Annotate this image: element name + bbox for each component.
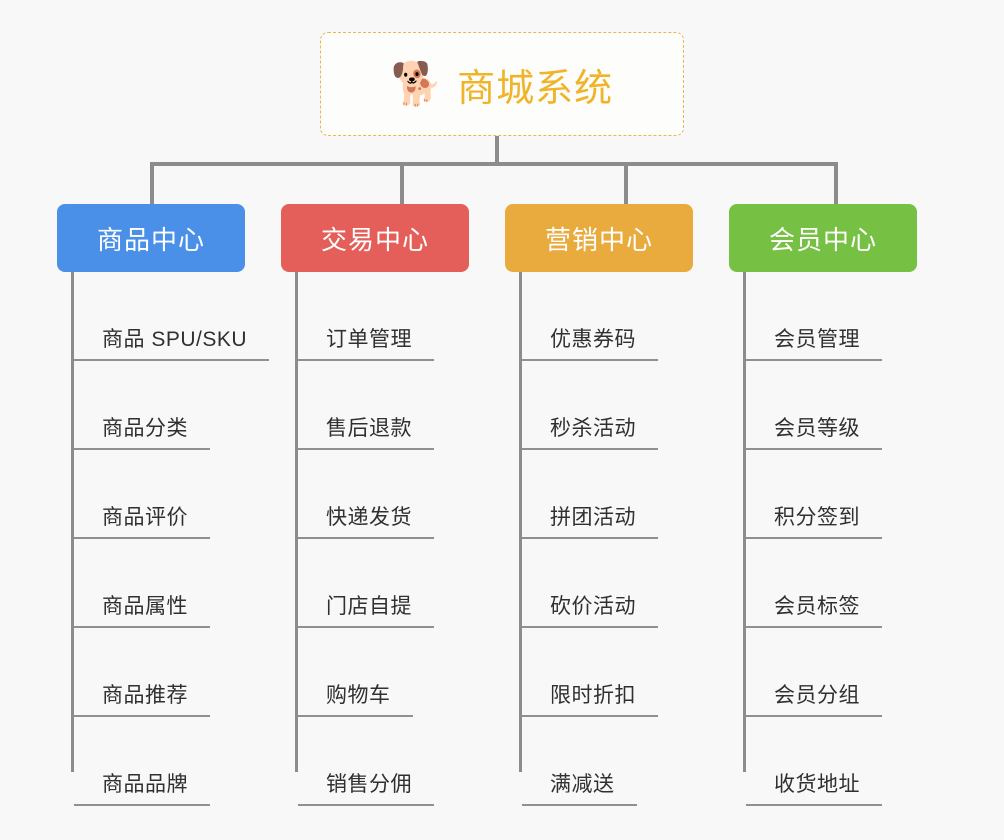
list-item[interactable]: 商品品牌 bbox=[57, 717, 276, 806]
leaf-list-product: 商品 SPU/SKU 商品分类 商品评价 商品属性 商品推荐 商品品牌 bbox=[57, 272, 276, 806]
list-item[interactable]: 商品分类 bbox=[57, 361, 276, 450]
category-label: 商品中心 bbox=[96, 224, 205, 255]
leaf-list-trade: 订单管理 售后退款 快递发货 门店自提 购物车 销售分佣 bbox=[281, 272, 500, 806]
root-node-wrapper: 🐕 商城系统 bbox=[0, 32, 1004, 136]
leaf-label: 商品评价 bbox=[102, 506, 188, 529]
category-header-member[interactable]: 会员中心 bbox=[729, 204, 917, 272]
leaf-label: 会员分组 bbox=[774, 684, 860, 707]
leaf-label: 砍价活动 bbox=[550, 595, 636, 618]
category-column-product: 商品中心 商品 SPU/SKU 商品分类 商品评价 商品属性 商品推荐 商品品牌 bbox=[57, 204, 276, 806]
leaf-label: 秒杀活动 bbox=[550, 417, 636, 440]
drop-connector-1 bbox=[150, 162, 154, 206]
leaf-label: 商品属性 bbox=[102, 595, 188, 618]
root-node[interactable]: 🐕 商城系统 bbox=[320, 32, 684, 136]
leaf-label: 拼团活动 bbox=[550, 506, 636, 529]
category-column-marketing: 营销中心 优惠券码 秒杀活动 拼团活动 砍价活动 限时折扣 满减送 bbox=[505, 204, 724, 806]
leaf-label: 优惠券码 bbox=[550, 328, 636, 351]
leaf-label: 积分签到 bbox=[774, 506, 860, 529]
category-header-marketing[interactable]: 营销中心 bbox=[505, 204, 693, 272]
list-item[interactable]: 购物车 bbox=[281, 628, 500, 717]
drop-connector-3 bbox=[624, 162, 628, 206]
leaf-label: 收货地址 bbox=[774, 773, 860, 796]
column-spine bbox=[743, 272, 746, 772]
column-spine bbox=[71, 272, 74, 772]
list-item[interactable]: 订单管理 bbox=[281, 272, 500, 361]
list-item[interactable]: 优惠券码 bbox=[505, 272, 724, 361]
leaf-label: 会员管理 bbox=[774, 328, 860, 351]
drop-connector-4 bbox=[834, 162, 838, 206]
leaf-label: 售后退款 bbox=[326, 417, 412, 440]
drop-connector-2 bbox=[400, 162, 404, 206]
root-stem-connector bbox=[495, 136, 499, 164]
column-spine bbox=[295, 272, 298, 772]
leaf-list-member: 会员管理 会员等级 积分签到 会员标签 会员分组 收货地址 bbox=[729, 272, 948, 806]
leaf-label: 订单管理 bbox=[326, 328, 412, 351]
list-item[interactable]: 商品属性 bbox=[57, 539, 276, 628]
list-item[interactable]: 限时折扣 bbox=[505, 628, 724, 717]
leaf-label: 限时折扣 bbox=[550, 684, 636, 707]
category-column-trade: 交易中心 订单管理 售后退款 快递发货 门店自提 购物车 销售分佣 bbox=[281, 204, 500, 806]
list-item[interactable]: 销售分佣 bbox=[281, 717, 500, 806]
list-item[interactable]: 商品推荐 bbox=[57, 628, 276, 717]
list-item[interactable]: 商品 SPU/SKU bbox=[57, 272, 276, 361]
dog-face-icon: 🐕 bbox=[390, 60, 444, 107]
list-item[interactable]: 售后退款 bbox=[281, 361, 500, 450]
category-label: 营销中心 bbox=[544, 224, 653, 255]
leaf-label: 满减送 bbox=[550, 773, 615, 796]
leaf-label: 商品分类 bbox=[102, 417, 188, 440]
list-item[interactable]: 快递发货 bbox=[281, 450, 500, 539]
list-item[interactable]: 会员标签 bbox=[729, 539, 948, 628]
list-item[interactable]: 商品评价 bbox=[57, 450, 276, 539]
list-item[interactable]: 门店自提 bbox=[281, 539, 500, 628]
list-item[interactable]: 秒杀活动 bbox=[505, 361, 724, 450]
root-title: 商城系统 bbox=[457, 67, 614, 110]
leaf-label: 门店自提 bbox=[326, 595, 412, 618]
category-header-trade[interactable]: 交易中心 bbox=[281, 204, 469, 272]
leaf-label: 商品品牌 bbox=[102, 773, 188, 796]
category-label: 会员中心 bbox=[768, 224, 877, 255]
category-header-product[interactable]: 商品中心 bbox=[57, 204, 245, 272]
leaf-label: 购物车 bbox=[326, 684, 391, 707]
leaf-label: 商品 SPU/SKU bbox=[102, 328, 248, 351]
leaf-label: 会员等级 bbox=[774, 417, 860, 440]
leaf-label: 会员标签 bbox=[774, 595, 860, 618]
list-item[interactable]: 会员等级 bbox=[729, 361, 948, 450]
leaf-label: 快递发货 bbox=[326, 506, 412, 529]
list-item[interactable]: 积分签到 bbox=[729, 450, 948, 539]
list-item[interactable]: 砍价活动 bbox=[505, 539, 724, 628]
leaf-label: 销售分佣 bbox=[326, 773, 412, 796]
list-item[interactable]: 收货地址 bbox=[729, 717, 948, 806]
category-columns: 商品中心 商品 SPU/SKU 商品分类 商品评价 商品属性 商品推荐 商品品牌… bbox=[0, 204, 1004, 806]
leaf-label: 商品推荐 bbox=[102, 684, 188, 707]
leaf-list-marketing: 优惠券码 秒杀活动 拼团活动 砍价活动 限时折扣 满减送 bbox=[505, 272, 724, 806]
horizontal-bus-connector bbox=[150, 162, 838, 166]
list-item[interactable]: 拼团活动 bbox=[505, 450, 724, 539]
list-item[interactable]: 会员管理 bbox=[729, 272, 948, 361]
list-item[interactable]: 满减送 bbox=[505, 717, 724, 806]
category-label: 交易中心 bbox=[320, 224, 429, 255]
category-column-member: 会员中心 会员管理 会员等级 积分签到 会员标签 会员分组 收货地址 bbox=[729, 204, 948, 806]
list-item[interactable]: 会员分组 bbox=[729, 628, 948, 717]
column-spine bbox=[519, 272, 522, 772]
